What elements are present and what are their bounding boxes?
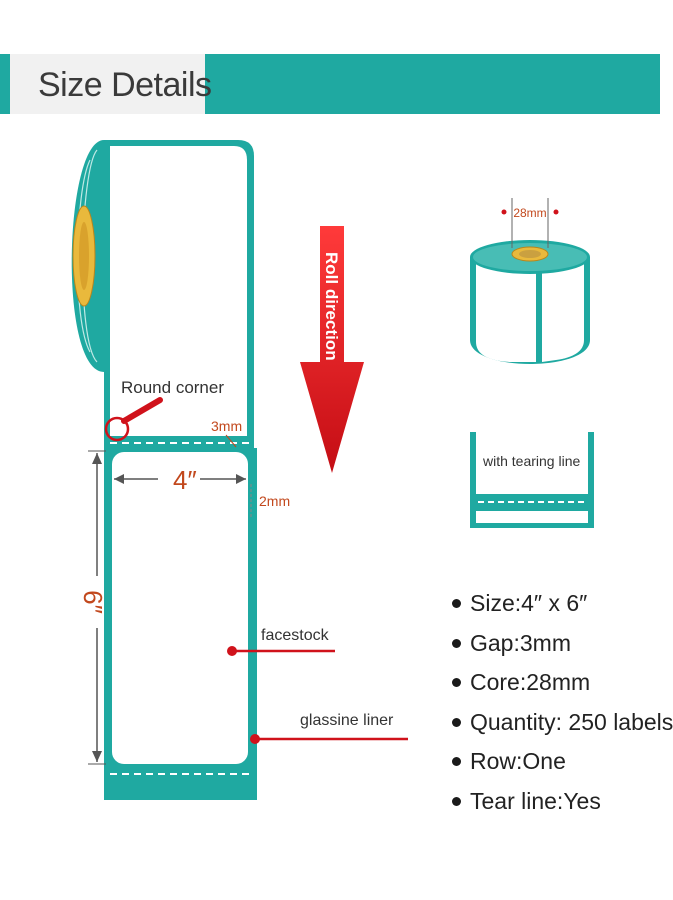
- side-gap-label: 2mm: [259, 493, 290, 509]
- front-label: [104, 448, 257, 800]
- spec-item: Core:28mm: [452, 663, 673, 703]
- bullet-icon: [452, 796, 461, 806]
- spec-text: Row:One: [470, 748, 566, 775]
- spec-text: Quantity: 250 labels: [470, 708, 673, 735]
- header-title-tab: [10, 54, 205, 114]
- spec-text: Tear line:Yes: [470, 787, 601, 814]
- spec-text: Core:28mm: [470, 669, 591, 696]
- spec-item: Gap:3mm: [452, 624, 673, 664]
- core-label: 28mm: [513, 206, 546, 220]
- bullet-icon: [452, 678, 461, 688]
- label-gap: [104, 438, 254, 448]
- roll-top-view: [470, 240, 590, 364]
- round-corner-marker: [104, 397, 163, 442]
- core-dimension: [501, 198, 559, 248]
- bullet-icon: [452, 638, 461, 648]
- width-dimension: [114, 474, 246, 484]
- spec-item: Quantity: 250 labels: [452, 703, 673, 743]
- spec-item: Size:4″ x 6″: [452, 584, 673, 624]
- bullet-icon: [452, 717, 461, 727]
- page-title: Size Details: [38, 66, 212, 104]
- spec-text: Gap:3mm: [470, 629, 571, 656]
- roll-direction-label: Roll direction: [322, 252, 341, 361]
- spec-item: Row:One: [452, 742, 673, 782]
- spec-item: Tear line:Yes: [452, 782, 673, 822]
- tearing-line-label: with tearing line: [482, 453, 580, 469]
- glassine-liner-pointer: [250, 734, 408, 744]
- width-label: 4″: [173, 465, 197, 495]
- spec-text: Size:4″ x 6″: [470, 590, 588, 617]
- bullet-icon: [452, 757, 461, 767]
- bullet-icon: [452, 599, 461, 609]
- spec-list: Size:4″ x 6″ Gap:3mm Core:28mm Quantity:…: [452, 584, 673, 821]
- glassine-liner-label: glassine liner: [300, 712, 394, 729]
- facestock-label: facestock: [261, 627, 330, 644]
- tearing-line-sample: [470, 432, 594, 528]
- gap-label: 3mm: [211, 418, 242, 434]
- facestock-pointer: [227, 646, 335, 656]
- roll-side-view: [71, 140, 254, 440]
- round-corner-label: Round corner: [121, 378, 224, 397]
- height-label: 6″: [78, 590, 108, 614]
- height-dimension: [88, 450, 106, 765]
- size-details-header: Size Details: [0, 54, 660, 114]
- roll-direction-arrow: [300, 226, 364, 473]
